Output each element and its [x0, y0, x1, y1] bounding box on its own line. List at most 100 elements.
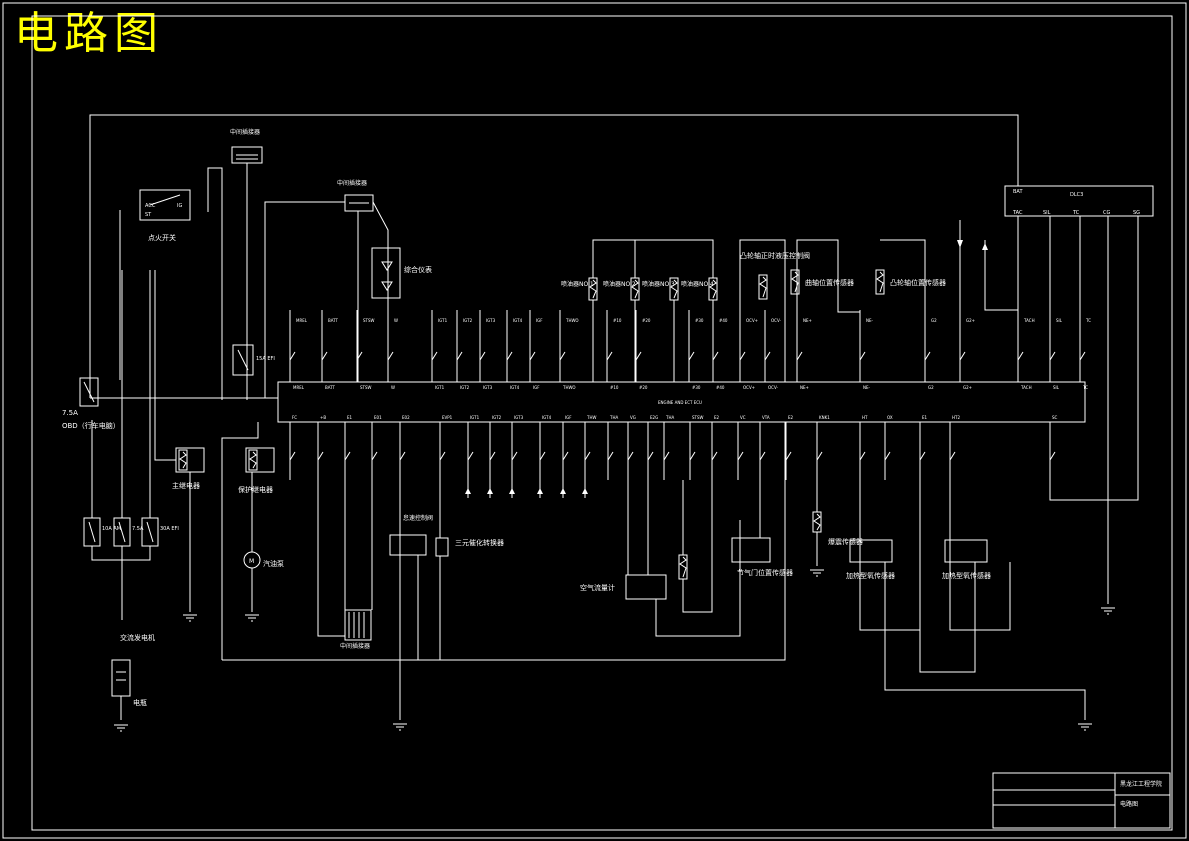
ecu-top-pin-outer: TACH [1023, 318, 1035, 323]
fuse-7-5a-label: 7.5A [62, 409, 78, 417]
ecu-bottom-pin: E2G [650, 415, 658, 420]
coil-symbol [812, 511, 822, 533]
ecu-top-pin-outer: MREL [296, 318, 308, 323]
coil-symbol [758, 274, 768, 300]
wire [655, 520, 741, 637]
coil-winding [670, 279, 678, 299]
fuse-label: 7.5A [132, 526, 144, 532]
ecu-top-pin: STSW [360, 385, 372, 390]
coil-winding [759, 276, 767, 298]
ecu-bottom-pin: OX [887, 415, 893, 420]
contact-symbol [635, 351, 642, 361]
ecu-top-pin-outer: #20 [642, 318, 651, 323]
throttle-label: 节气门位置传感器 [737, 568, 793, 577]
coil-winding [813, 513, 821, 531]
dlc-label: DLC3 [1070, 192, 1083, 198]
ecu-top-pin: OCV- [768, 385, 778, 390]
main-bus [89, 114, 1019, 398]
combination-meter-label: 综合仪表 [404, 265, 432, 274]
battery-label: 电瓶 [133, 698, 147, 707]
wire [884, 562, 1086, 720]
wire [154, 270, 176, 461]
ecu-bottom-pin: KNK1 [819, 415, 830, 420]
contact-symbol [479, 351, 486, 361]
battery [111, 659, 131, 697]
contact-symbol [711, 451, 718, 461]
arrow-symbol [982, 243, 988, 250]
fuse-element [237, 349, 249, 371]
wire [739, 239, 786, 382]
contact-symbol [289, 451, 296, 461]
main-relay [175, 447, 205, 473]
coil-winding [249, 451, 257, 469]
ignition-term: ACC [145, 203, 156, 209]
wire [1049, 216, 1139, 501]
contact-symbol [506, 351, 513, 361]
ecu-top-pin: MREL [293, 385, 305, 390]
o2-sensor-1 [849, 539, 893, 563]
contact-symbol [796, 351, 803, 361]
fuse-label: 10A AM [102, 526, 121, 532]
coil-winding [631, 279, 639, 299]
wire [221, 422, 259, 660]
connector-bottom-label: 中间插接器 [340, 642, 370, 650]
ignition-switch-label: 点火开关 [148, 233, 176, 242]
title-block-drawing: 电路图 [1120, 800, 1138, 808]
ignition-contact [149, 194, 181, 206]
contact-symbol [785, 451, 792, 461]
dlc-pin: TAC [1012, 210, 1023, 216]
wire [264, 201, 345, 398]
ecu-top-pin-outer: IGT2 [463, 318, 473, 323]
ecu-bottom-pin: FC [292, 415, 297, 420]
contact-symbol [456, 351, 463, 361]
ecu-top-pin-outer: OCV+ [746, 318, 758, 323]
coil-symbol [178, 449, 188, 471]
o2-sensor-2 [944, 539, 988, 563]
diode-symbol [381, 281, 393, 291]
fuel-pump-symbol: M [249, 558, 254, 565]
contact-symbol [1079, 351, 1086, 361]
ecu-bottom-pin: IGT4 [542, 415, 552, 420]
coil-symbol [875, 269, 885, 295]
ecu-bottom-pin: VTA [762, 415, 770, 420]
contact-symbol [539, 451, 546, 461]
dlc-pin: SIL [1043, 210, 1051, 216]
crank-sensor-label: 凸轮轴位置传感器 [890, 278, 946, 287]
ecu-bottom-pin: E1 [922, 415, 928, 420]
fuse-element [88, 521, 96, 543]
idle-valve [389, 534, 427, 556]
ecu-bottom-pin: VC [740, 415, 746, 420]
contact-symbol [511, 451, 518, 461]
airflow-meter [625, 574, 667, 600]
dlc3 [1004, 185, 1154, 217]
contact-symbol [399, 451, 406, 461]
ecu-top-pin-outer: NE- [866, 318, 874, 323]
ecu-bottom-pin: THW [586, 415, 596, 420]
contact-symbol [559, 351, 566, 361]
contact-symbol [467, 451, 474, 461]
contact-symbol [959, 351, 966, 361]
wire [796, 239, 860, 382]
ecu-label: ENGINE AND ECT ECU [658, 400, 702, 405]
ecu-top-pin: TC [1082, 385, 1088, 390]
wire [91, 546, 151, 561]
throttle-sensor [731, 537, 771, 563]
contact-symbol [344, 451, 351, 461]
wire [682, 480, 713, 613]
o2-sensor-2-label: 加热型氧传感器 [942, 571, 991, 580]
ecu-bottom-pin: E02 [402, 415, 410, 420]
contact-symbol [919, 451, 926, 461]
dlc-pin: BAT [1013, 189, 1023, 195]
injector-bus [592, 239, 714, 278]
ignition-term: ST [145, 212, 152, 218]
wire [207, 167, 223, 400]
ecu-bottom-pin: THA [609, 415, 618, 420]
fuse-15a-label: 15A EFI [256, 356, 275, 362]
contact-symbol [764, 351, 771, 361]
ecu-top-pin-outer: IGT3 [486, 318, 496, 323]
ecu-top-pin-outer: OCV- [771, 318, 781, 323]
coil-winding [179, 451, 187, 469]
diagram-title: 电路图 [14, 8, 164, 59]
coil-symbol [248, 449, 258, 471]
